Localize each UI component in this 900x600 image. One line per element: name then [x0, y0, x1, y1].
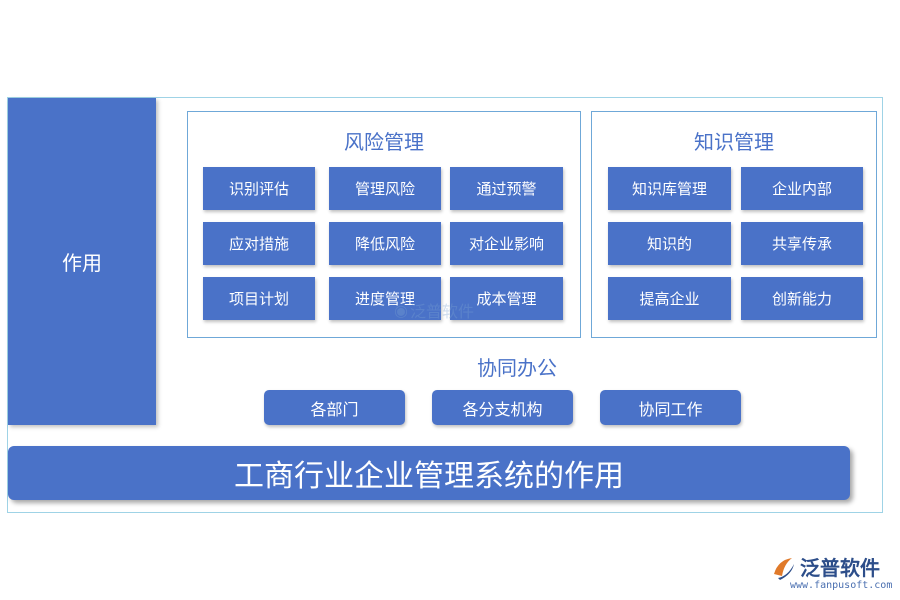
side-label: 作用 [62, 251, 102, 275]
knowledge-cell: 知识库管理 [608, 167, 731, 210]
collab-item: 各分支机构 [432, 390, 573, 425]
knowledge-panel: 知识管理 知识库管理 企业内部 知识的 共享传承 提高企业 创新能力 [591, 111, 877, 338]
risk-panel-title: 风险管理 [344, 130, 424, 154]
knowledge-cell: 提高企业 [608, 277, 731, 320]
collab-item: 各部门 [264, 390, 405, 425]
risk-panel: 风险管理 识别评估 管理风险 通过预警 应对措施 降低风险 对企业影响 项目计划… [187, 111, 581, 338]
risk-cell: 通过预警 [450, 167, 563, 210]
knowledge-cell: 创新能力 [741, 277, 863, 320]
risk-cell: 成本管理 [450, 277, 563, 320]
risk-cell: 进度管理 [329, 277, 441, 320]
risk-cell: 识别评估 [203, 167, 315, 210]
risk-cell: 对企业影响 [450, 222, 563, 265]
brand-logo: 泛普软件 www.fanpusoft.com [770, 552, 895, 596]
knowledge-cell: 知识的 [608, 222, 731, 265]
logo-url: www.fanpusoft.com [790, 580, 893, 591]
risk-cell: 应对措施 [203, 222, 315, 265]
risk-cell: 项目计划 [203, 277, 315, 320]
watermark-text: 泛普软件 [409, 302, 474, 321]
outer-frame [7, 97, 883, 513]
watermark: ◉ 泛普软件 [394, 298, 474, 322]
watermark-icon: ◉ [394, 300, 408, 320]
logo-icon [774, 558, 794, 580]
risk-cell: 管理风险 [329, 167, 441, 210]
banner-title: 工商行业企业管理系统的作用 [234, 459, 624, 494]
knowledge-cell: 企业内部 [741, 167, 863, 210]
risk-cell: 降低风险 [329, 222, 441, 265]
logo-name: 泛普软件 [800, 556, 880, 580]
knowledge-cell: 共享传承 [741, 222, 863, 265]
title-banner: 工商行业企业管理系统的作用 [8, 446, 850, 500]
collab-item: 协同工作 [600, 390, 741, 425]
collab-title: 协同办公 [477, 356, 557, 380]
knowledge-panel-title: 知识管理 [694, 130, 774, 154]
side-block: 作用 [8, 98, 156, 425]
